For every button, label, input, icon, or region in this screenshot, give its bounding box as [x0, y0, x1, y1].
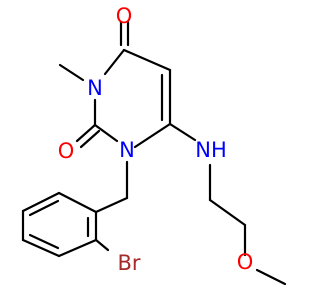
bond-o-methyl	[255, 268, 287, 286]
bond-n3-methyl	[58, 63, 85, 82]
bond-c6-nh	[168, 122, 197, 142]
bond-c4-c5	[122, 48, 172, 72]
atom-bromine: Br	[117, 251, 140, 275]
bond-ring-d	[21, 238, 61, 258]
atom-nitrogen-1: N	[119, 138, 135, 162]
bond-c2-o	[75, 123, 97, 143]
bond-ring-c	[57, 238, 98, 258]
bond-c4-n3	[103, 48, 126, 76]
atom-oxygen-left: O	[58, 139, 75, 163]
bond-ring-f-double	[28, 199, 60, 217]
bond-ring-f	[21, 191, 61, 213]
atom-oxygen-top: O	[116, 4, 133, 28]
bond-ring-d-double	[28, 233, 60, 250]
atom-oxygen-ether: O	[237, 250, 254, 274]
bond-c2-n1	[93, 123, 119, 143]
molecule-canvas: O N O N NH O Br	[21, 4, 287, 286]
bond-ring-g	[57, 191, 98, 214]
structure-drawing: O N O N NH O Br	[21, 4, 287, 286]
bond-ring-b	[94, 238, 110, 252]
atom-nitrogen-3: N	[87, 76, 103, 100]
bond-ch2-ch2	[208, 198, 247, 227]
atom-amino-nh: NH	[195, 138, 227, 162]
bond-ch2-ring	[94, 196, 129, 214]
bond-c2-o-double	[79, 129, 101, 149]
bond-n1-c6	[133, 122, 172, 149]
